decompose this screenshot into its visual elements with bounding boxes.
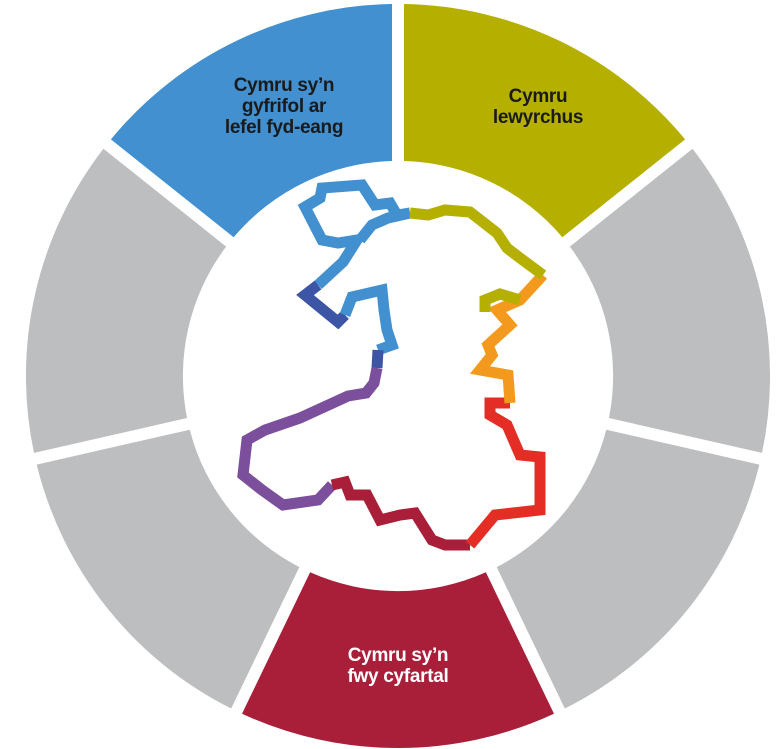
coastline-darkblue [296, 280, 349, 330]
label-line: Cymru sy’n [233, 75, 335, 96]
segment-gray4 [25, 148, 227, 453]
segment-gray1 [569, 148, 771, 453]
coastline-blue [297, 179, 411, 290]
segment-label-globally-responsive-wales: Cymru sy’n gyfrifol ar lefel fyd-eang [224, 75, 344, 138]
coastline-blue [355, 207, 412, 244]
coastline-blue [339, 283, 399, 356]
label-line: lefel fyd-eang [224, 117, 344, 138]
coastline-olive [479, 288, 522, 312]
label-line: fwy cyfartal [347, 666, 449, 687]
coastline-darkblue [371, 349, 384, 369]
coastline-olive [409, 204, 547, 280]
segment-label-prosperous-wales: Cymru lewyrchus [492, 86, 584, 128]
coastline-red [465, 397, 546, 549]
label-line: Cymru sy’n [347, 645, 449, 666]
segment-crimson [242, 572, 554, 749]
label-line: gyfrifol ar [241, 96, 327, 117]
segment-gray3 [36, 429, 300, 709]
label-line: lewyrchus [492, 107, 584, 128]
coastline-crimson [330, 475, 470, 551]
segment-label-more-equal-wales: Cymru sy’n fwy cyfartal [348, 645, 449, 687]
label-line: Cymru [508, 86, 568, 107]
segment-blue [110, 4, 392, 238]
coastline-purple [237, 366, 383, 511]
segment-olive [404, 4, 686, 238]
segment-gray2 [496, 429, 760, 709]
